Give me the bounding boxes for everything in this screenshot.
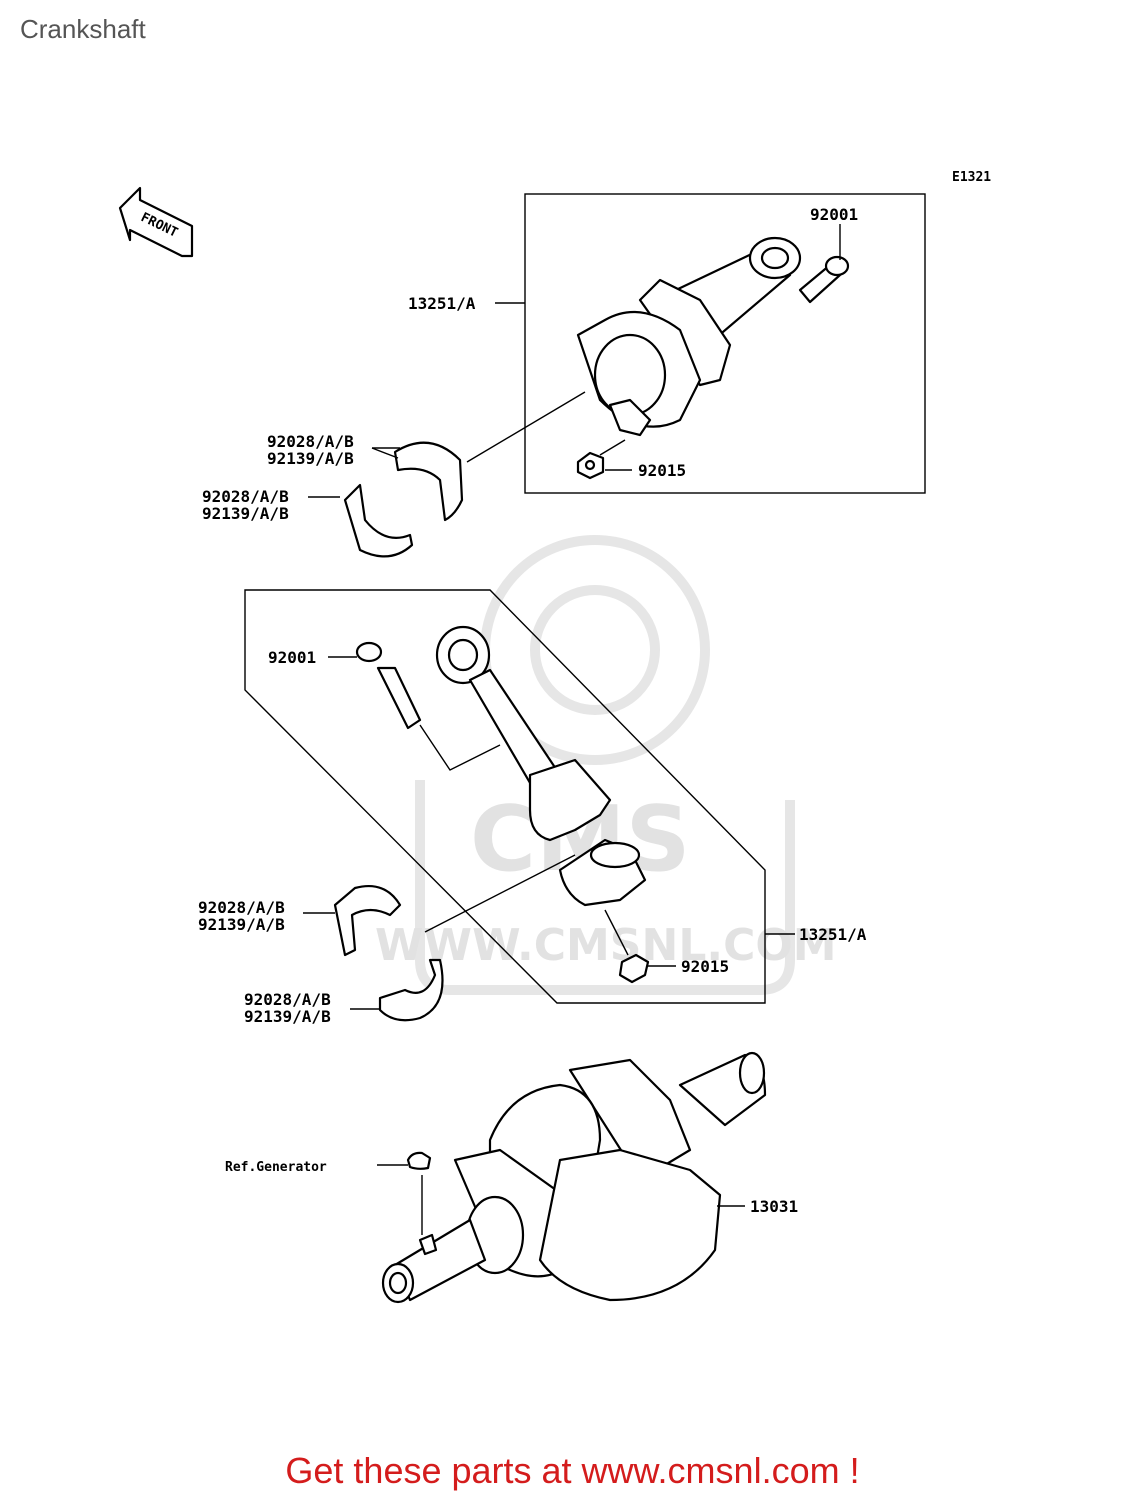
lower-bearing-1 bbox=[333, 884, 402, 957]
upper-bearing-2 bbox=[343, 483, 414, 558]
label-upper-rod-set: 13251/A bbox=[408, 294, 476, 313]
lower-nut bbox=[618, 953, 650, 984]
front-arrow-icon: FRONT bbox=[118, 186, 194, 258]
label-lower-rod-set: 13251/A bbox=[799, 925, 867, 944]
upper-nut bbox=[576, 451, 605, 480]
label-lower-bearing-2a: 92028/A/B bbox=[244, 990, 331, 1009]
label-upper-bearing-1b: 92139/A/B bbox=[267, 449, 354, 468]
label-upper-bearing-2a: 92028/A/B bbox=[202, 487, 289, 506]
label-crankshaft: 13031 bbox=[750, 1197, 798, 1216]
page-title: Crankshaft bbox=[20, 14, 146, 44]
crankshaft bbox=[381, 1051, 767, 1304]
lower-bolt bbox=[355, 641, 422, 730]
label-lower-nut: 92015 bbox=[681, 957, 729, 976]
label-lower-bearing-1a: 92028/A/B bbox=[198, 898, 285, 917]
label-lower-bearing-2b: 92139/A/B bbox=[244, 1007, 331, 1026]
parts-diagram: CMS WWW.CMSNL.COM E1321 FRONT bbox=[118, 170, 991, 1304]
label-lower-bolt: 92001 bbox=[268, 648, 316, 667]
lower-rod-set-frame bbox=[244, 589, 766, 1004]
label-ref-generator: Ref.Generator bbox=[225, 1160, 327, 1175]
watermark-text: WWW.CMSNL.COM bbox=[375, 920, 837, 971]
lower-bearing-2 bbox=[378, 958, 444, 1022]
upper-bolt bbox=[798, 255, 850, 304]
footer-cta[interactable]: Get these parts at www.cmsnl.com ! bbox=[285, 1450, 860, 1491]
lower-connecting-rod bbox=[435, 625, 647, 907]
label-upper-bolt: 92001 bbox=[810, 205, 858, 224]
key bbox=[406, 1151, 432, 1170]
label-lower-bearing-1b: 92139/A/B bbox=[198, 915, 285, 934]
upper-bearing-1 bbox=[393, 441, 464, 522]
label-upper-nut: 92015 bbox=[638, 461, 686, 480]
diagram-code: E1321 bbox=[952, 170, 991, 185]
upper-rod-set-frame bbox=[524, 193, 926, 494]
label-upper-bearing-2b: 92139/A/B bbox=[202, 504, 289, 523]
label-upper-bearing-1a: 92028/A/B bbox=[267, 432, 354, 451]
upper-connecting-rod bbox=[576, 236, 802, 437]
